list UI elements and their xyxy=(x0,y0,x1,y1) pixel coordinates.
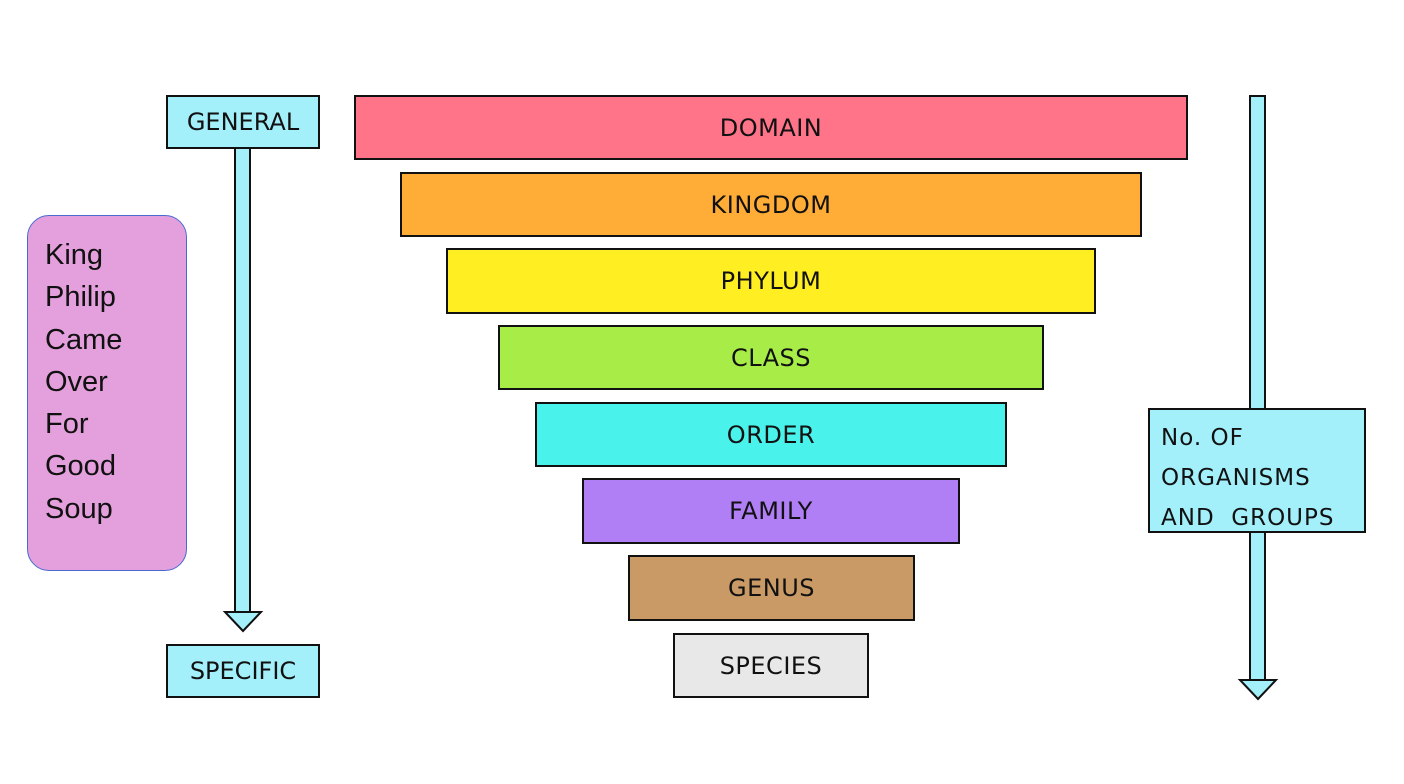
level-bar-phylum: PHYLUM xyxy=(446,248,1096,314)
level-bar-family: FAMILY xyxy=(582,478,960,544)
mnemonic-word: Came xyxy=(45,323,123,356)
mnemonic-word: Soup xyxy=(45,492,113,525)
down-arrow-icon xyxy=(1237,679,1279,701)
general-label: GENERAL xyxy=(166,95,320,149)
level-bar-genus: GENUS xyxy=(628,555,915,621)
count-label-line: AND GROUPS xyxy=(1161,505,1335,531)
level-bar-kingdom: KINGDOM xyxy=(400,172,1142,237)
mnemonic-word: Over xyxy=(45,365,108,398)
general-specific-arrow-shaft xyxy=(234,146,251,614)
mnemonic-word: King xyxy=(45,239,104,271)
organism-count-label: No. OF ORGANISMS AND GROUPS xyxy=(1148,408,1366,533)
count-label-line: No. OF xyxy=(1161,425,1244,451)
level-bar-species: SPECIES xyxy=(673,633,869,698)
mnemonic-word: Philip xyxy=(45,281,116,314)
organism-count-arrow-shaft xyxy=(1249,95,1266,682)
level-bar-domain: DOMAIN xyxy=(354,95,1188,160)
down-arrow-icon xyxy=(222,611,264,633)
count-label-line: ORGANISMS xyxy=(1161,465,1311,491)
mnemonic-box: King Philip Came Over For Good Soup xyxy=(27,215,187,571)
specific-label: SPECIFIC xyxy=(166,644,320,698)
mnemonic-word: For xyxy=(45,408,89,441)
mnemonic-word: Good xyxy=(45,450,116,483)
level-bar-class: CLASS xyxy=(498,325,1044,390)
level-bar-order: ORDER xyxy=(535,402,1007,467)
